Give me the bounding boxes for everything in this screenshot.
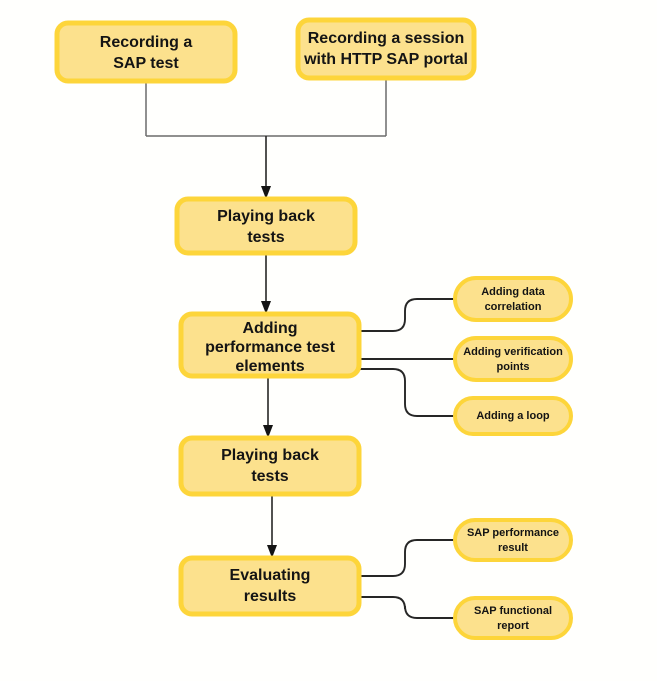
pill-adding-data-correlation-shape: [453, 276, 573, 322]
node-recording-http-session-line2: with HTTP SAP portal: [303, 51, 468, 68]
node-playing-back-tests-1[interactable]: Playing back tests: [174, 196, 358, 256]
pill-sap-performance-result[interactable]: SAP performance result: [453, 518, 573, 562]
pill-sap-functional-report[interactable]: SAP functional report: [453, 596, 573, 640]
arrow-playback1-to-elements-head: [261, 301, 271, 314]
pill-adding-a-loop-line1: Adding a loop: [476, 410, 550, 422]
node-adding-performance-elements-line3: elements: [235, 358, 304, 375]
node-recording-http-session[interactable]: Recording a session with HTTP SAP portal: [295, 17, 477, 81]
branch-line-adding-loop: [359, 368, 455, 417]
node-adding-performance-elements-line1: Adding: [242, 320, 297, 337]
node-playing-back-tests-2[interactable]: Playing back tests: [178, 435, 362, 497]
node-playing-back-tests-2-line2: tests: [251, 468, 288, 485]
pill-adding-data-correlation-line1: Adding data: [481, 286, 545, 298]
branch-connectors-evaluating: [359, 539, 455, 619]
branch-line-data-correlation: [359, 298, 455, 332]
arrow-elements-to-playback2-head: [263, 425, 273, 438]
node-recording-sap-test-shape: [54, 20, 238, 84]
node-recording-sap-test-line1: Recording a: [100, 34, 193, 51]
pill-adding-verification-points-shape: [453, 336, 573, 382]
node-adding-performance-elements-shape: [178, 311, 362, 379]
arrow-playback2-to-evaluating: [267, 494, 277, 558]
arrow-merge-to-playback1: [261, 136, 271, 199]
node-playing-back-tests-1-line1: Playing back: [217, 208, 315, 225]
pill-adding-verification-points[interactable]: Adding verification points: [453, 336, 573, 382]
pill-sap-functional-report-line1: SAP functional: [474, 605, 552, 617]
branch-line-sap-performance-result: [359, 539, 455, 577]
node-playing-back-tests-1-line2: tests: [247, 229, 284, 246]
arrow-playback2-to-evaluating-head: [267, 545, 277, 558]
node-recording-sap-test-line2: SAP test: [113, 55, 179, 72]
branch-connectors-elements: [359, 298, 455, 417]
arrow-elements-to-playback2: [263, 376, 273, 438]
pill-adding-data-correlation-line2: correlation: [485, 301, 542, 313]
pill-adding-a-loop-shape: [453, 396, 573, 436]
node-evaluating-results-shape: [178, 555, 362, 617]
pill-sap-performance-result-shape: [453, 518, 573, 562]
node-recording-http-session-shape: [295, 17, 477, 81]
arrow-merge-to-playback1-head: [261, 186, 271, 199]
pill-adding-verification-points-line1: Adding verification: [463, 346, 563, 358]
pill-sap-functional-report-shape: [453, 596, 573, 640]
node-evaluating-results[interactable]: Evaluating results: [178, 555, 362, 617]
node-playing-back-tests-2-line1: Playing back: [221, 447, 319, 464]
node-adding-performance-elements[interactable]: Adding performance test elements: [178, 311, 362, 379]
pill-sap-performance-result-line1: SAP performance: [467, 527, 559, 539]
node-evaluating-results-line2: results: [244, 588, 297, 605]
pill-sap-functional-report-line2: report: [497, 620, 529, 632]
node-adding-performance-elements-line2: performance test: [205, 339, 335, 356]
node-recording-sap-test[interactable]: Recording a SAP test: [54, 20, 238, 84]
pill-adding-data-correlation[interactable]: Adding data correlation: [453, 276, 573, 322]
arrow-playback1-to-elements: [261, 253, 271, 314]
node-recording-http-session-line1: Recording a session: [308, 30, 465, 47]
node-playing-back-tests-1-shape: [174, 196, 358, 256]
branch-line-sap-functional-report: [359, 596, 455, 619]
pill-adding-a-loop[interactable]: Adding a loop: [453, 396, 573, 436]
pill-adding-verification-points-line2: points: [497, 361, 530, 373]
node-playing-back-tests-2-shape: [178, 435, 362, 497]
pill-sap-performance-result-line2: result: [498, 542, 528, 554]
node-evaluating-results-line1: Evaluating: [230, 567, 311, 584]
merge-connector-group: [145, 78, 387, 137]
